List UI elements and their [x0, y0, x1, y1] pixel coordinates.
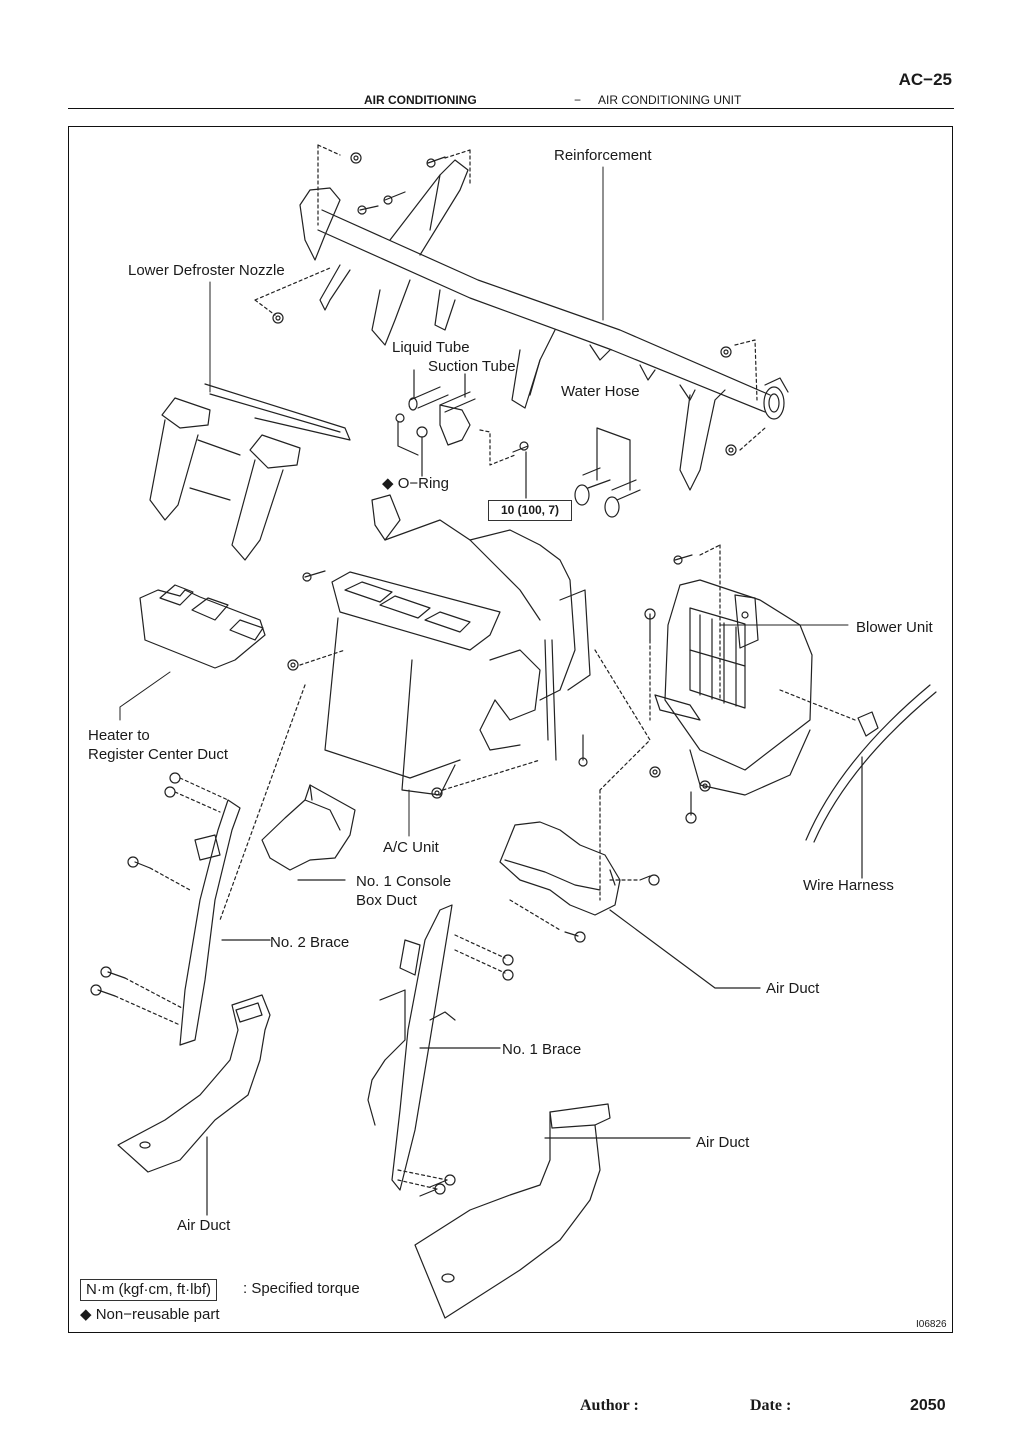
diagram-frame	[68, 126, 953, 1333]
air-duct-right-part	[499, 821, 761, 989]
leader-lines	[119, 166, 849, 837]
label-water-hose: Water Hose	[561, 383, 640, 400]
label-liquid-tube: Liquid Tube	[392, 339, 470, 356]
fasteners	[219, 570, 651, 921]
label-blower-unit: Blower Unit	[856, 619, 933, 636]
lower-defroster-nozzle-part	[149, 383, 351, 561]
ac-unit-part	[324, 494, 591, 796]
label-lower-defroster-nozzle: Lower Defroster Nozzle	[128, 262, 285, 279]
blower-unit-part	[644, 544, 856, 824]
label-no2-brace: No. 2 Brace	[270, 934, 350, 951]
label-air-duct-left: Air Duct	[177, 1217, 231, 1234]
no2-brace-part	[90, 772, 271, 1046]
air-duct-lower-right-part	[414, 1103, 691, 1319]
figure-id: I06826	[916, 1319, 947, 1330]
section-separator: −	[574, 93, 582, 107]
wire-harness-part	[805, 684, 937, 879]
label-suction-tube: Suction Tube	[428, 358, 516, 375]
label-reinforcement: Reinforcement	[554, 147, 652, 164]
tubes-part	[395, 369, 529, 499]
section-title: AIR CONDITIONING	[364, 93, 477, 107]
footer-date-label: Date :	[750, 1397, 792, 1414]
reinforcement-part	[254, 144, 789, 491]
water-hose-part	[574, 427, 641, 518]
heater-register-duct-part	[139, 584, 266, 669]
page-code: AC−25	[898, 70, 952, 89]
label-air-duct-lower-right: Air Duct	[696, 1134, 750, 1151]
label-heater-duct-line1: Heater to	[88, 727, 150, 744]
console-box-duct-part	[261, 784, 356, 881]
legend-torque-desc: : Specified torque	[243, 1280, 360, 1297]
section-header: AIR CONDITIONING − AIR CONDITIONING UNIT	[68, 92, 954, 109]
label-air-duct-right: Air Duct	[766, 980, 820, 997]
label-no1-brace: No. 1 Brace	[502, 1041, 582, 1058]
legend-torque-unit: N·m (kgf·cm, ft·lbf)	[80, 1279, 217, 1301]
torque-spec-box: 10 (100, 7)	[488, 500, 572, 521]
label-console-duct-line2: Box Duct	[356, 892, 417, 909]
subsection-title: AIR CONDITIONING UNIT	[598, 93, 742, 107]
footer-page-number: 2050	[910, 1397, 946, 1414]
label-o-ring: ◆ O−Ring	[382, 475, 449, 492]
label-heater-duct-line2: Register Center Duct	[88, 746, 229, 763]
no1-brace-part	[367, 904, 514, 1197]
label-ac-unit: A/C Unit	[383, 839, 439, 856]
label-wire-harness: Wire Harness	[803, 877, 894, 894]
air-duct-left-part	[117, 994, 271, 1216]
legend-non-reusable: ◆ Non−reusable part	[80, 1306, 220, 1323]
label-console-duct-line1: No. 1 Console	[356, 873, 452, 890]
footer-author-label: Author :	[580, 1397, 639, 1414]
